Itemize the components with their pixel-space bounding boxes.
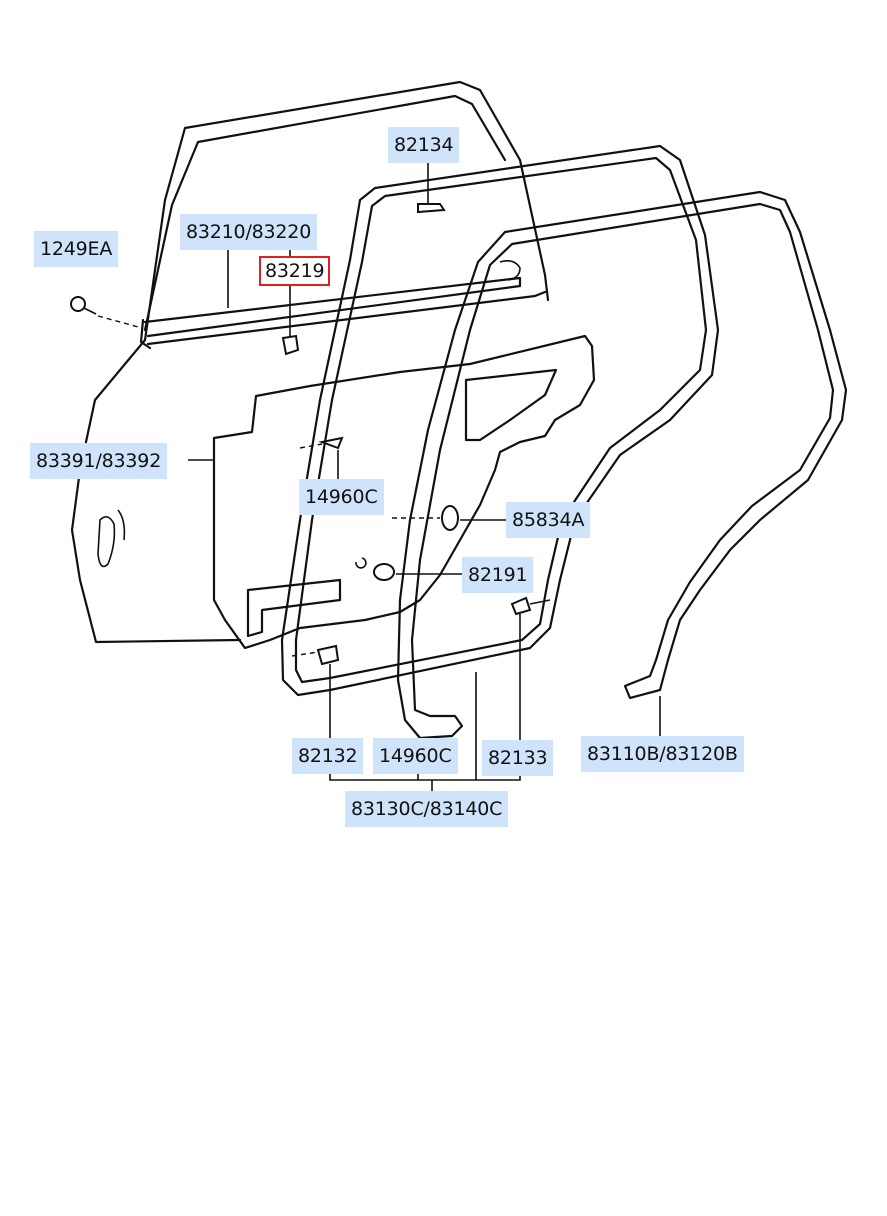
label-83210-83220[interactable]: 83210/83220 [180,214,318,250]
label-83219-highlighted[interactable]: 83219 [259,256,331,286]
label-82133[interactable]: 82133 [482,740,554,776]
fasteners [70,203,551,666]
label-1249ea[interactable]: 1249EA [34,231,119,267]
label-14960c-lower[interactable]: 14960C [373,738,458,774]
label-83110b-83120b[interactable]: 83110B/83120B [581,736,744,772]
label-82132[interactable]: 82132 [292,738,364,774]
beltline-molding [139,260,547,350]
door-trim-panel [212,334,596,650]
label-82134[interactable]: 82134 [388,127,460,163]
outer-weatherstrip [396,190,848,740]
label-83130c-83140c[interactable]: 83130C/83140C [345,791,509,827]
label-83391-83392[interactable]: 83391/83392 [30,443,168,479]
inner-weatherstrip [280,144,720,697]
label-85834a[interactable]: 85834A [506,502,591,538]
label-14960c-upper[interactable]: 14960C [299,479,384,515]
label-82191[interactable]: 82191 [462,557,534,593]
rear-door-shell [70,80,550,644]
